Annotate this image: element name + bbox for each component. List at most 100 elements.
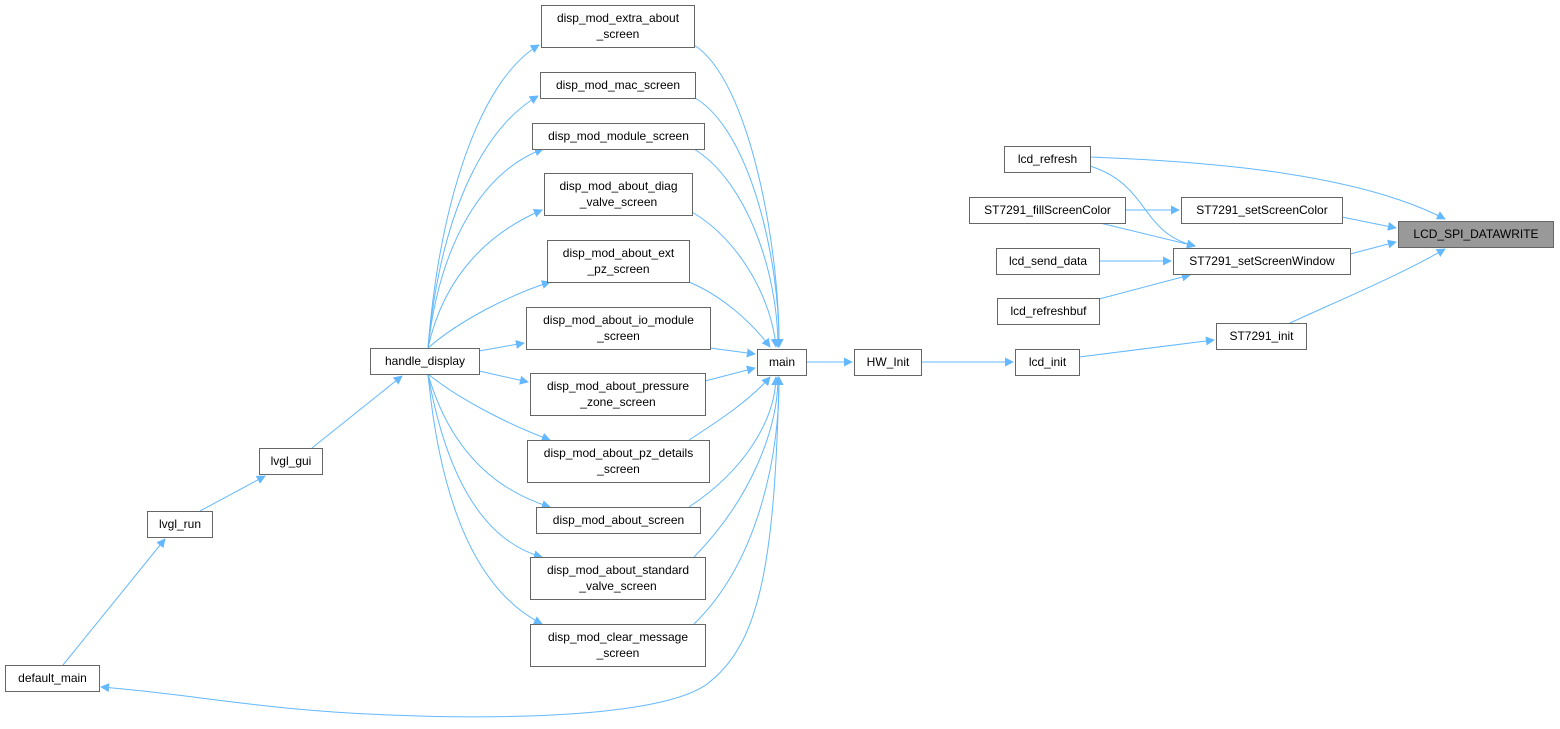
- node-label: disp_mod_about_io_module: [543, 313, 694, 327]
- node-box: [1181, 197, 1343, 224]
- edge-disp_mod_about_diag_valve_screen-to-main: [691, 211, 780, 348]
- edge-handle_display-to-disp_mod_about_ext_pz_screen: [427, 280, 551, 349]
- node-box: [5, 665, 100, 692]
- node-box: [1216, 323, 1307, 350]
- node-disp_mod_module_screen[interactable]: disp_mod_module_screen: [532, 123, 705, 150]
- node-st7291_setscreencolor[interactable]: ST7291_setScreenColor: [1181, 197, 1343, 224]
- edges-layer: [62, 44, 1446, 718]
- node-box: [530, 373, 706, 416]
- node-disp_mod_mac_screen[interactable]: disp_mod_mac_screen: [540, 72, 696, 99]
- edge-disp_mod_about_pz_details_screen-to-main: [688, 376, 771, 441]
- node-label: ST7291_setScreenWindow: [1189, 254, 1335, 268]
- node-st7291_setscreenwindow[interactable]: ST7291_setScreenWindow: [1173, 248, 1351, 275]
- node-label: _zone_screen: [579, 395, 655, 409]
- edge-handle_display-to-disp_mod_extra_about_screen: [427, 44, 540, 349]
- edge-main-to-default_main: [100, 376, 780, 718]
- node-box: [996, 248, 1100, 275]
- edge-lcd_refreshbuf-to-st7291_setscreenwindow: [1098, 272, 1191, 300]
- node-lcd_init[interactable]: lcd_init: [1015, 349, 1080, 376]
- edge-handle_display-to-disp_mod_about_diag_valve_screen: [427, 209, 543, 349]
- node-disp_mod_about_ext_pz_screen[interactable]: disp_mod_about_ext _pz_screen: [547, 240, 690, 283]
- node-label: HW_Init: [867, 355, 910, 369]
- node-box: [530, 557, 706, 600]
- node-label: disp_mod_extra_about: [557, 11, 680, 25]
- node-lcd_send_data[interactable]: lcd_send_data: [996, 248, 1100, 275]
- node-label: ST7291_init: [1229, 329, 1294, 343]
- node-lcd_spi_datawrite[interactable]: LCD_SPI_DATAWRITE: [1398, 221, 1554, 248]
- node-main[interactable]: main: [757, 349, 807, 376]
- edge-disp_mod_about_pressure_zone_screen-to-main: [704, 365, 756, 382]
- edge-disp_mod_mac_screen-to-main: [694, 97, 784, 348]
- edge-handle_display-to-disp_mod_about_standard_valve_screen: [427, 373, 543, 560]
- node-label: _valve_screen: [578, 579, 656, 593]
- node-label: _screen: [596, 646, 640, 660]
- edge-st7291_fillscreencolor-to-st7291_setscreenwindow: [1099, 222, 1196, 249]
- edge-handle_display-to-disp_mod_mac_screen: [427, 95, 539, 349]
- node-box: [757, 349, 807, 376]
- node-handle_display[interactable]: handle_display: [370, 348, 480, 375]
- node-label: lvgl_run: [159, 517, 201, 531]
- node-hw_init[interactable]: HW_Init: [854, 349, 922, 376]
- node-st7291_fillscreencolor[interactable]: ST7291_fillScreenColor: [969, 197, 1126, 224]
- edge-handle_display-to-disp_mod_about_pressure_zone_screen: [478, 370, 529, 385]
- node-disp_mod_about_pz_details_screen[interactable]: disp_mod_about_pz_details _screen: [527, 440, 710, 483]
- node-box: [530, 624, 706, 667]
- node-st7291_init[interactable]: ST7291_init: [1216, 323, 1307, 350]
- node-box: [1004, 146, 1091, 173]
- node-box: [147, 511, 213, 538]
- edge-lvgl_gui-to-handle_display: [311, 375, 403, 449]
- node-lcd_refresh[interactable]: lcd_refresh: [1004, 146, 1091, 173]
- node-label: handle_display: [385, 354, 465, 368]
- node-disp_mod_about_screen[interactable]: disp_mod_about_screen: [536, 507, 701, 534]
- node-default_main[interactable]: default_main: [5, 665, 100, 692]
- node-lcd_refreshbuf[interactable]: lcd_refreshbuf: [997, 298, 1100, 325]
- node-label: disp_mod_about_screen: [553, 513, 684, 527]
- node-disp_mod_about_diag_valve_screen[interactable]: disp_mod_about_diag_valve_screen: [544, 173, 693, 216]
- node-box: [547, 240, 690, 283]
- edge-lcd_init-to-st7291_init: [1078, 336, 1215, 358]
- edge-handle_display-to-disp_mod_about_pz_details_screen: [427, 373, 551, 442]
- node-disp_mod_about_standard_valve_screen[interactable]: disp_mod_about_standard _valve_screen: [530, 557, 706, 600]
- node-lvgl_run[interactable]: lvgl_run: [147, 511, 213, 538]
- node-label: main: [769, 355, 795, 369]
- node-label: disp_mod_about_pz_details: [544, 446, 693, 460]
- node-box: [259, 448, 323, 475]
- node-box: [1398, 221, 1554, 248]
- node-label: _screen: [596, 462, 640, 476]
- node-box: [544, 173, 693, 216]
- node-disp_mod_clear_message_screen[interactable]: disp_mod_clear_message _screen: [530, 624, 706, 667]
- node-label: ST7291_setScreenColor: [1196, 203, 1327, 217]
- node-disp_mod_about_pressure_zone_screen[interactable]: disp_mod_about_pressure_zone_screen: [530, 373, 706, 416]
- edge-lcd_refresh-to-lcd_spi_datawrite: [1089, 156, 1446, 220]
- node-label: disp_mod_about_ext: [563, 246, 675, 260]
- edge-disp_mod_clear_message_screen-to-main: [693, 376, 784, 625]
- edge-disp_mod_module_screen-to-main: [693, 148, 783, 348]
- node-label: lcd_refreshbuf: [1010, 304, 1087, 318]
- node-box: [854, 349, 922, 376]
- edge-lcd_refresh-to-st7291_setscreenwindow: [1089, 165, 1196, 249]
- node-box: [1173, 248, 1351, 275]
- node-label: disp_mod_mac_screen: [556, 78, 680, 92]
- node-disp_mod_extra_about_screen[interactable]: disp_mod_extra_about_screen: [541, 5, 695, 48]
- node-box: [997, 298, 1100, 325]
- edge-disp_mod_about_standard_valve_screen-to-main: [693, 376, 783, 558]
- node-label: _pz_screen: [586, 262, 649, 276]
- edge-disp_mod_extra_about_screen-to-main: [693, 44, 784, 348]
- edge-disp_mod_about_io_module_screen-to-main: [709, 347, 756, 358]
- edge-handle_display-to-disp_mod_module_screen: [427, 147, 544, 349]
- edge-handle_display-to-disp_mod_about_screen: [427, 373, 551, 509]
- edge-default_main-to-lvgl_run: [62, 538, 166, 666]
- edge-st7291_init-to-lcd_spi_datawrite: [1289, 248, 1446, 324]
- node-label: disp_mod_about_standard: [547, 563, 689, 577]
- node-label: LCD_SPI_DATAWRITE: [1413, 227, 1538, 241]
- node-label: lcd_init: [1029, 355, 1067, 369]
- node-label: lcd_send_data: [1009, 254, 1087, 268]
- node-box: [526, 307, 711, 350]
- node-label: disp_mod_clear_message: [548, 630, 688, 644]
- node-lvgl_gui[interactable]: lvgl_gui: [259, 448, 323, 475]
- node-disp_mod_about_io_module_screen[interactable]: disp_mod_about_io_module_screen: [526, 307, 711, 350]
- edge-st7291_setscreenwindow-to-lcd_spi_datawrite: [1349, 239, 1397, 255]
- edge-st7291_setscreencolor-to-lcd_spi_datawrite: [1341, 216, 1397, 231]
- node-box: [532, 123, 705, 150]
- nodes-layer: LCD_SPI_DATAWRITE lcd_refreshST7291_fillS…: [5, 5, 1554, 692]
